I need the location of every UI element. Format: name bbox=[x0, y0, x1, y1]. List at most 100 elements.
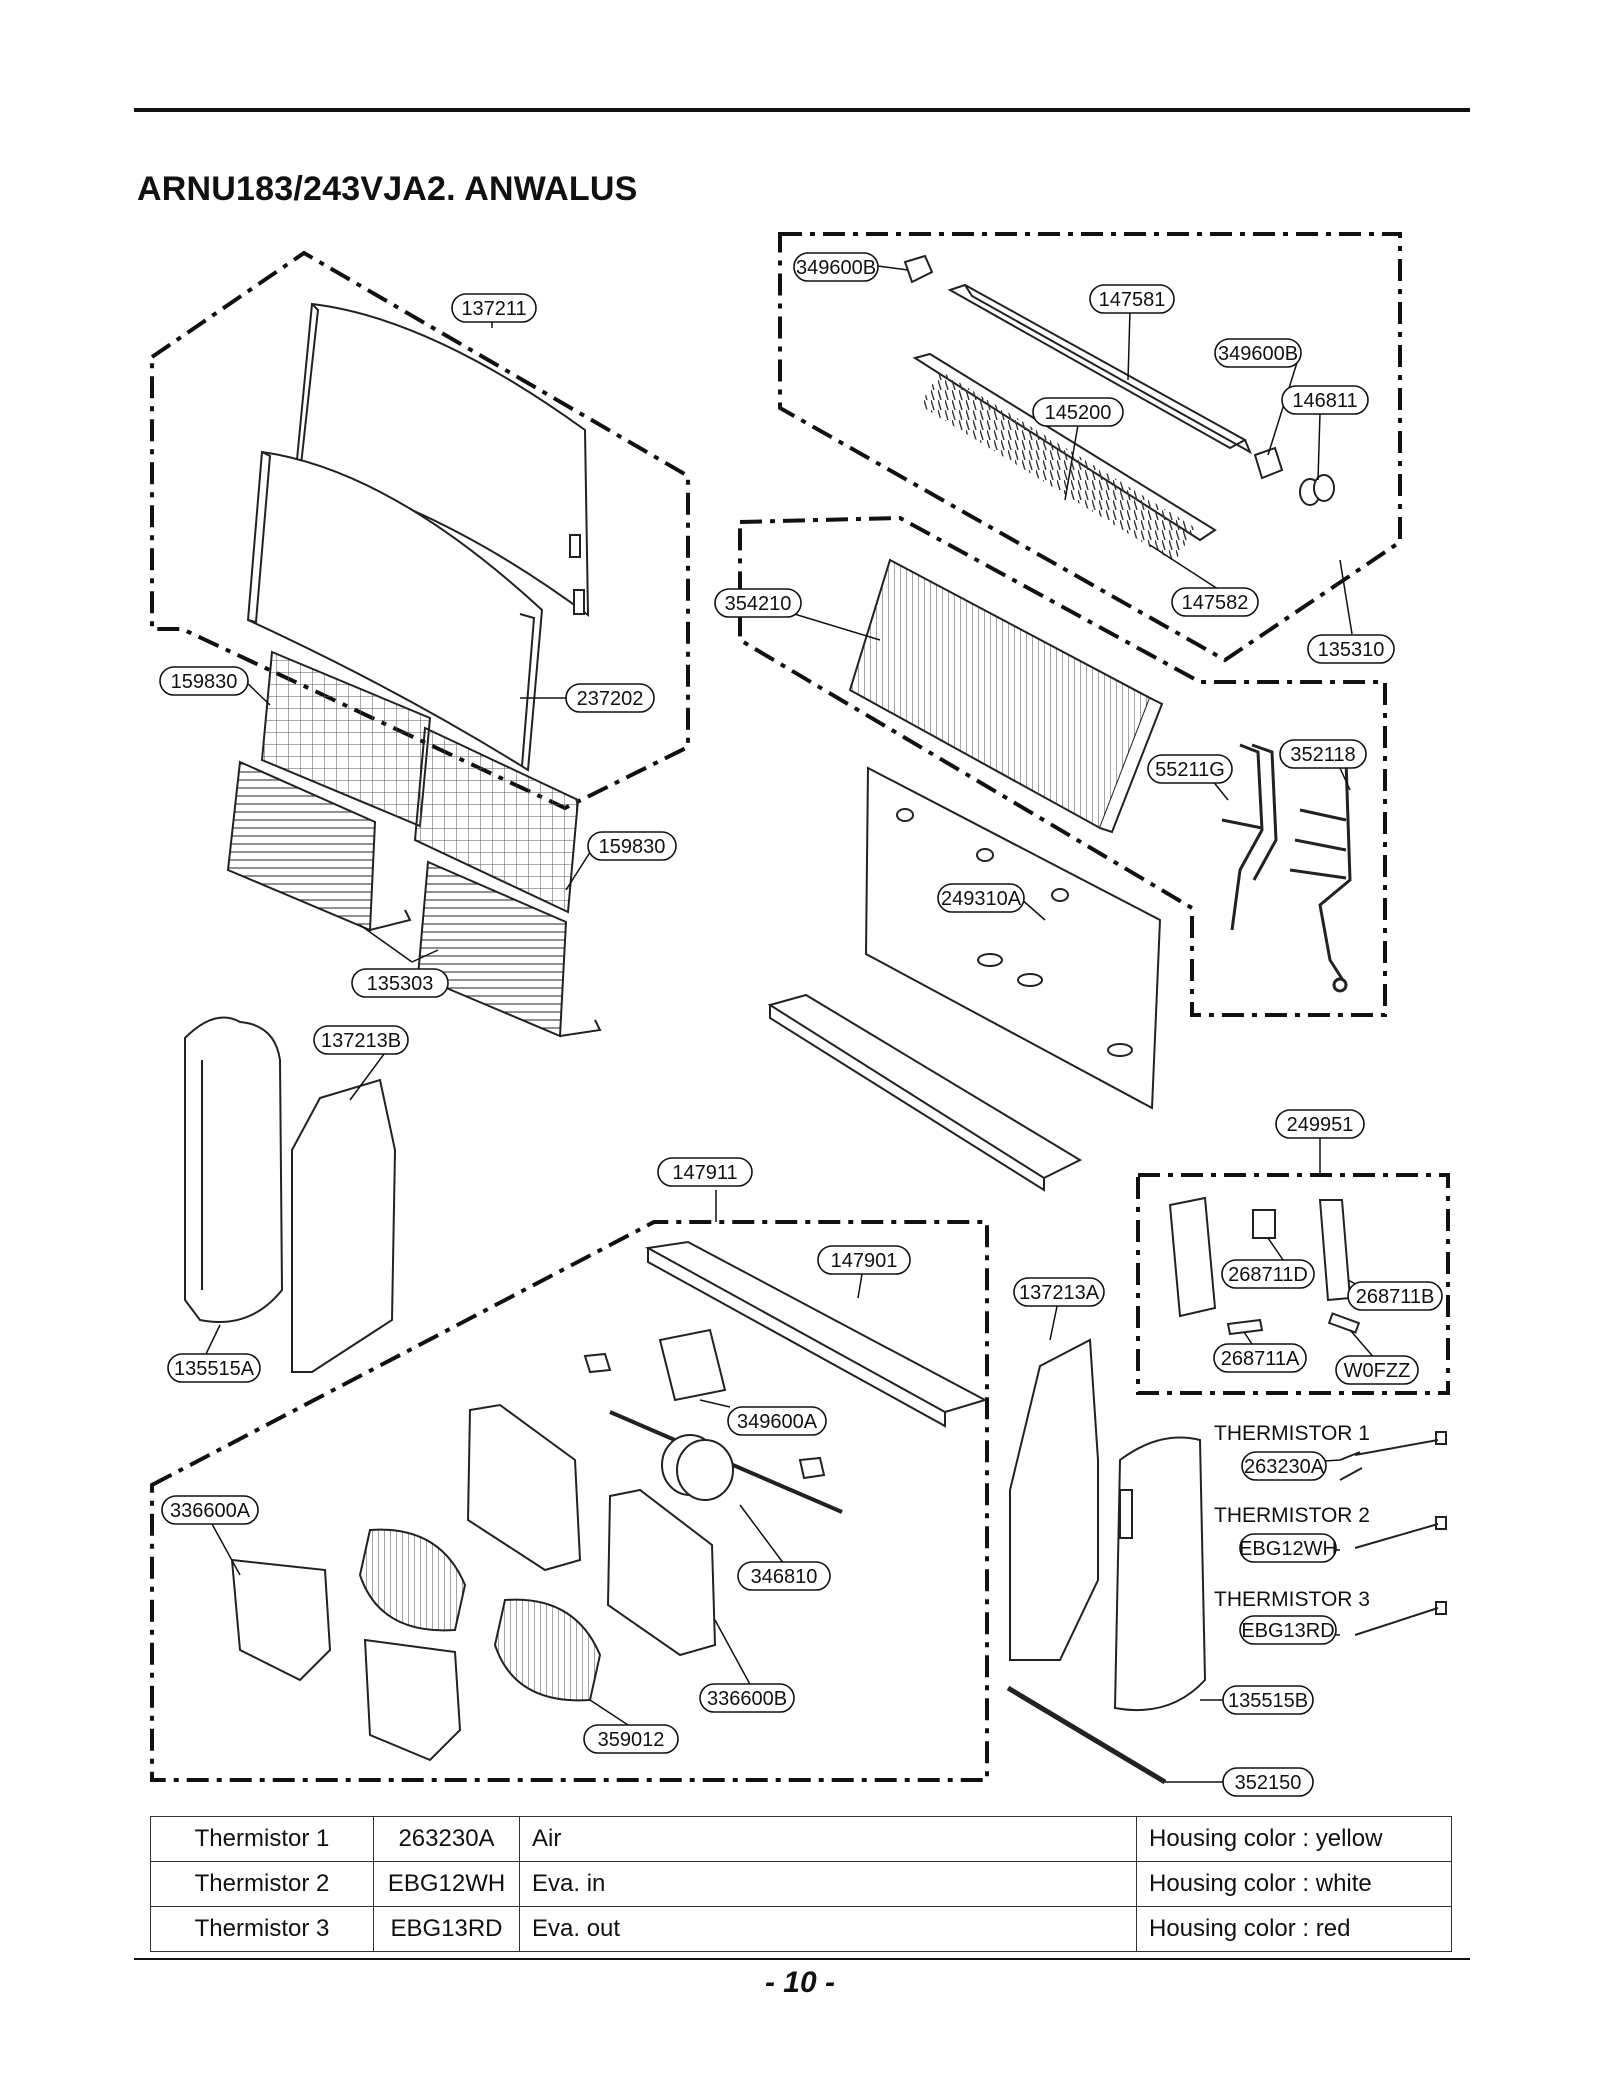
table-row: Thermistor 2 EBG12WH Eva. in Housing col… bbox=[150, 1861, 1452, 1907]
callout-268711D: 268711D bbox=[1228, 1264, 1308, 1286]
table-cell-location: Eva. in bbox=[519, 1861, 1137, 1907]
side-frame-137213A bbox=[1009, 1338, 1099, 1661]
bottom-rule bbox=[134, 1958, 1470, 1960]
callout-352150: 352150 bbox=[1235, 1772, 1302, 1794]
page-number: - 10 - bbox=[764, 1966, 836, 1999]
callout-359012: 359012 bbox=[598, 1729, 665, 1751]
side-frame-137213B bbox=[291, 1078, 397, 1373]
front-panel-group-boundary bbox=[150, 250, 690, 811]
callout-thermistor-2-code: EBG12WH bbox=[1239, 1538, 1337, 1560]
stepping-motor-349600B-top bbox=[903, 254, 934, 284]
front-panel-237202 bbox=[246, 450, 544, 772]
table-row: Thermistor 3 EBG13RD Eva. out Housing co… bbox=[150, 1906, 1452, 1952]
side-cover-135515B bbox=[1113, 1436, 1207, 1712]
callout-146811: 146811 bbox=[1292, 390, 1357, 412]
inlet-grille-left bbox=[226, 760, 412, 932]
table-cell-name: Thermistor 3 bbox=[150, 1906, 374, 1952]
callout-352118: 352118 bbox=[1290, 744, 1355, 766]
callout-137211: 137211 bbox=[461, 298, 526, 320]
evaporator-354210 bbox=[848, 558, 1164, 834]
callout-thermistor-3-code: EBG13RD bbox=[1241, 1620, 1334, 1642]
control-box-bracket bbox=[1168, 1196, 1217, 1318]
callout-249951: 249951 bbox=[1287, 1114, 1354, 1136]
table-cell-code: EBG12WH bbox=[373, 1861, 520, 1907]
motor-base-147911 bbox=[644, 1240, 988, 1428]
chassis-249310A bbox=[864, 766, 1162, 1110]
table-cell-location: Air bbox=[519, 1816, 1137, 1862]
table-cell-name: Thermistor 1 bbox=[150, 1816, 374, 1862]
table-cell-housing: Housing color : white bbox=[1136, 1861, 1452, 1907]
callout-349600B-right: 349600B bbox=[1218, 343, 1298, 365]
callout-349600B-top: 349600B bbox=[796, 257, 876, 279]
thermistor-3-wire bbox=[1354, 1601, 1447, 1636]
louver-group-boundary bbox=[778, 232, 1402, 663]
callout-W0FZZ: W0FZZ bbox=[1344, 1360, 1411, 1382]
drain-pan bbox=[767, 993, 1083, 1192]
top-rule bbox=[134, 108, 1470, 112]
scroll-housing-336600A bbox=[230, 1558, 462, 1762]
callout-268711B: 268711B bbox=[1356, 1286, 1435, 1308]
motor-mount-349600A bbox=[583, 1328, 826, 1480]
refrigerant-piping-352118 bbox=[1289, 759, 1352, 993]
pcb-group-boundary bbox=[1136, 1173, 1450, 1395]
callout-135515B: 135515B bbox=[1228, 1690, 1308, 1712]
group-boundaries bbox=[150, 232, 1450, 1782]
thermistor-2-wire bbox=[1354, 1516, 1447, 1549]
callout-labels: 137211 349600B 147581 349600B 146811 145… bbox=[170, 257, 1434, 1794]
thermistor-table: Thermistor 1 263230A Air Housing color :… bbox=[150, 1816, 1452, 1952]
callout-135515A: 135515A bbox=[174, 1358, 255, 1380]
callout-336600A: 336600A bbox=[170, 1500, 251, 1522]
scroll-housing-336600B bbox=[606, 1488, 717, 1657]
table-cell-code: EBG13RD bbox=[373, 1906, 520, 1952]
blower-group-boundary bbox=[150, 1220, 989, 1782]
inlet-grille-right bbox=[416, 860, 602, 1038]
callout-137213A: 137213A bbox=[1019, 1282, 1100, 1304]
callout-354210: 354210 bbox=[725, 593, 792, 615]
callout-237202: 237202 bbox=[577, 688, 644, 710]
scroll-housing-upper-left bbox=[466, 1403, 582, 1572]
callout-147582: 147582 bbox=[1182, 592, 1249, 614]
page-title: ARNU183/243VJA2. ANWALUS bbox=[137, 170, 638, 208]
callout-336600B: 336600B bbox=[707, 1688, 787, 1710]
louver-assembly-145200 bbox=[912, 352, 1217, 563]
callout-268711A: 268711A bbox=[1221, 1348, 1300, 1370]
callout-249310A: 249310A bbox=[941, 888, 1022, 910]
pcb-268711B bbox=[1318, 1199, 1352, 1302]
callout-137213B: 137213B bbox=[321, 1030, 401, 1052]
thermistor-1-wire bbox=[1339, 1431, 1447, 1481]
callout-145200: 145200 bbox=[1045, 402, 1112, 424]
cross-flow-fan-359012 bbox=[358, 1528, 602, 1702]
callout-55211G: 55211G bbox=[1155, 759, 1225, 781]
callout-159830-right: 159830 bbox=[599, 836, 666, 858]
thermistor-1-label: THERMISTOR 1 bbox=[1214, 1422, 1370, 1445]
callout-135303: 135303 bbox=[367, 973, 434, 995]
fuse-W0FZZ bbox=[1327, 1312, 1361, 1334]
table-row: Thermistor 1 263230A Air Housing color :… bbox=[150, 1816, 1452, 1862]
callout-346810: 346810 bbox=[751, 1566, 818, 1588]
stepping-motor-349600B-right bbox=[1253, 446, 1284, 480]
callout-ovals bbox=[159, 252, 1443, 1797]
callout-159830-left: 159830 bbox=[171, 671, 238, 693]
table-cell-housing: Housing color : red bbox=[1136, 1906, 1452, 1952]
pcb-268711D bbox=[1252, 1209, 1276, 1239]
side-cover-135515A bbox=[184, 1016, 284, 1323]
air-filter-right bbox=[413, 726, 580, 914]
pcb-268711A bbox=[1226, 1318, 1264, 1336]
table-cell-code: 263230A bbox=[373, 1816, 520, 1862]
callout-349600A: 349600A bbox=[737, 1411, 818, 1433]
table-cell-housing: Housing color : yellow bbox=[1136, 1816, 1452, 1862]
callout-147901: 147901 bbox=[831, 1250, 898, 1272]
fan-motor-346810 bbox=[609, 1410, 843, 1514]
evaporator-group-boundary bbox=[738, 515, 1387, 1017]
refrigerant-piping-55211G bbox=[1221, 743, 1278, 931]
bearing-146811 bbox=[1299, 474, 1335, 506]
thermistor-3-label: THERMISTOR 3 bbox=[1214, 1588, 1370, 1611]
drain-hose-352150 bbox=[1006, 1685, 1167, 1785]
callout-147911: 147911 bbox=[672, 1162, 737, 1184]
thermistor-2-label: THERMISTOR 2 bbox=[1214, 1504, 1370, 1527]
table-cell-location: Eva. out bbox=[519, 1906, 1137, 1952]
callout-135310: 135310 bbox=[1318, 639, 1385, 661]
louver-rail-147581 bbox=[947, 283, 1253, 455]
table-cell-name: Thermistor 2 bbox=[150, 1861, 374, 1907]
